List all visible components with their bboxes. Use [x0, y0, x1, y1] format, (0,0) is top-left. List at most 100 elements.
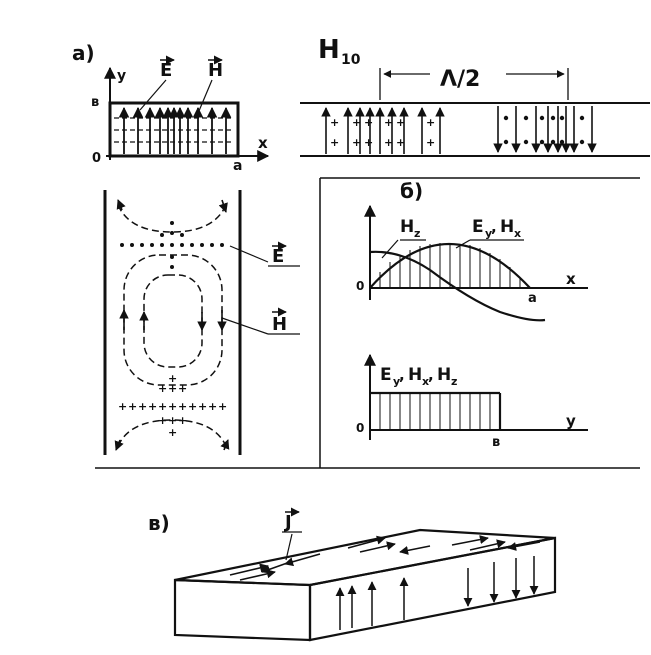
svg-text:+: + — [426, 136, 435, 149]
plot2-comma2: , — [428, 366, 434, 384]
plot1-x-label: x — [566, 270, 576, 288]
plot1-origin: 0 — [356, 279, 364, 293]
j-label: J — [283, 512, 292, 533]
plot1-ey-leader — [455, 239, 471, 249]
svg-text:+: + — [158, 382, 167, 395]
svg-text:+: + — [158, 414, 167, 427]
plot1-hatch — [379, 243, 521, 288]
mode-label: H — [318, 35, 340, 65]
top-e-leader — [229, 245, 269, 263]
svg-text:+: + — [168, 426, 177, 439]
plot2-hx-sub: x — [422, 375, 429, 388]
panel-a-label: а) — [72, 41, 95, 65]
e-field-arrows — [118, 106, 232, 154]
svg-text:+: + — [188, 400, 197, 413]
plot1-sine-curve — [369, 243, 531, 289]
mode-subscript: 10 — [341, 52, 361, 68]
svg-text:+: + — [364, 116, 373, 129]
svg-text:+: + — [352, 116, 361, 129]
svg-text:+: + — [396, 116, 405, 129]
panel-v-label: в) — [148, 511, 170, 535]
plot2-hatch — [379, 393, 491, 430]
origin-label: 0 — [92, 151, 101, 166]
svg-text:+: + — [198, 400, 207, 413]
svg-text:+: + — [218, 400, 227, 413]
half-wavelength-label: Λ/2 — [440, 67, 480, 92]
waveguide-cross-section — [108, 101, 240, 158]
plot1-ey-sub: y — [485, 227, 492, 240]
e-dots — [120, 221, 224, 269]
plot2-ey-sub: y — [393, 375, 400, 388]
plus-marks: ++++++ ++++++ — [330, 116, 435, 149]
plot1-hz-label: H — [400, 217, 414, 237]
svg-text:+: + — [396, 136, 405, 149]
plot2-ey-label: E — [380, 365, 392, 385]
svg-text:+: + — [352, 136, 361, 149]
cross-section: y x 0 в a — [91, 55, 270, 174]
plot1-ey-label: E — [472, 217, 484, 237]
plot1-hx-label: H — [500, 217, 514, 237]
top-h-label: H — [272, 314, 287, 335]
svg-text:+: + — [138, 400, 147, 413]
x-axis-label: x — [258, 134, 268, 152]
wall-current-arrows — [335, 556, 539, 630]
side-view: H 10 Λ/2 ++++++ — [300, 35, 650, 157]
svg-text:+: + — [128, 400, 137, 413]
svg-text:+: + — [168, 400, 177, 413]
top-e-label: E — [272, 246, 284, 267]
dot-marks — [503, 115, 585, 145]
h-leader — [195, 79, 213, 119]
svg-text:+: + — [364, 136, 373, 149]
svg-text:+: + — [178, 382, 187, 395]
plot2-hz-label: H — [437, 365, 451, 385]
svg-text:+: + — [208, 400, 217, 413]
svg-text:+: + — [384, 136, 393, 149]
panel-v: в) J — [148, 507, 557, 642]
svg-text:+: + — [148, 400, 157, 413]
plot1-hx-sub: x — [514, 227, 521, 240]
svg-text:+: + — [384, 116, 393, 129]
top-view: +++++++++++ +++ + +++ + E H — [103, 190, 300, 455]
y-axis-label: y — [117, 68, 126, 84]
dim-b-label: в — [91, 95, 99, 110]
h-label: H — [208, 60, 223, 81]
plot2-comma1: , — [399, 366, 405, 384]
surface-current-arrows — [229, 535, 541, 581]
plot1-hz-sub: z — [414, 227, 420, 240]
plot-1: x 0 a H z E y , H x — [356, 204, 588, 322]
plot1-cosine-curve — [369, 250, 546, 322]
svg-text:+: + — [168, 372, 177, 385]
h-loop-arrows — [114, 199, 230, 451]
e-down-region — [493, 106, 597, 153]
plot2-hz-sub: z — [451, 375, 457, 388]
panel-a: а) y x 0 в a — [72, 35, 650, 174]
dim-a-label: a — [233, 158, 242, 174]
e-label: E — [160, 60, 172, 81]
plot2-hx-label: H — [408, 365, 422, 385]
svg-text:+: + — [330, 116, 339, 129]
e-plus: +++++++++++ +++ + +++ + — [118, 372, 227, 439]
plot1-hz-leader — [381, 239, 399, 259]
svg-text:+: + — [426, 116, 435, 129]
e-up-region — [321, 107, 445, 154]
svg-text:+: + — [158, 400, 167, 413]
plot1-a: a — [528, 291, 537, 306]
panel-b-label: б) — [400, 179, 423, 203]
plot-2: y 0 в E y , H x , H z — [356, 353, 588, 450]
plot2-y-label: y — [566, 412, 576, 430]
j-leader — [285, 533, 293, 561]
e-leader — [139, 79, 167, 111]
waveguide-box — [173, 528, 557, 642]
svg-text:+: + — [178, 400, 187, 413]
svg-text:+: + — [178, 414, 187, 427]
plot1-comma: , — [491, 218, 497, 236]
plot2-origin: 0 — [356, 421, 364, 435]
panel-b: б) x 0 a H z E — [356, 179, 588, 450]
svg-text:+: + — [168, 382, 177, 395]
svg-text:+: + — [118, 400, 127, 413]
svg-text:+: + — [168, 414, 177, 427]
svg-text:+: + — [330, 136, 339, 149]
plot2-b: в — [492, 435, 500, 450]
top-h-leader — [221, 317, 269, 335]
